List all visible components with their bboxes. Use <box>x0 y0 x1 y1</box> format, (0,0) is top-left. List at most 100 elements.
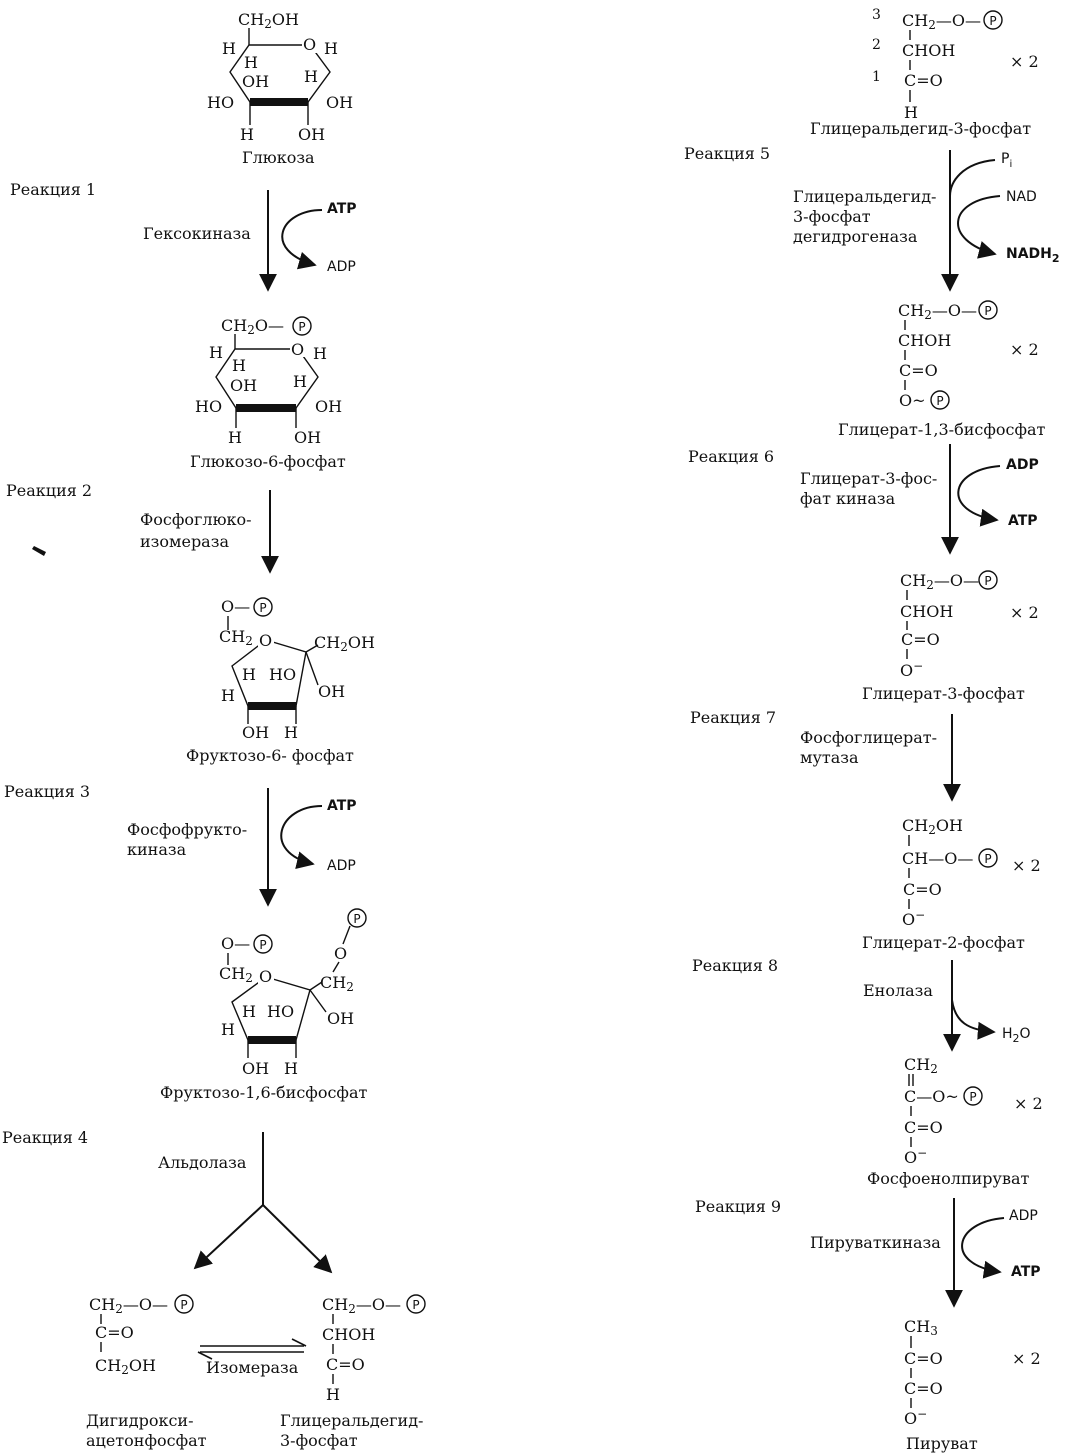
pyruvate-label: Пируват <box>906 1434 978 1453</box>
svg-text:OH: OH <box>230 376 257 395</box>
reaction-2-enzyme-line1: Фосфоглюко- <box>140 510 252 529</box>
svg-text:O: O <box>334 944 347 963</box>
gap-structure: 3 2 1 CH2—O— CHOH C=O H <box>872 7 1003 122</box>
svg-text:H: H <box>326 1385 340 1404</box>
svg-text:H: H <box>221 686 235 705</box>
reaction-6-input: ADP <box>1006 457 1039 473</box>
reaction-6-enzyme-line1: Глицерат-3-фос- <box>800 469 937 488</box>
svg-text:OH: OH <box>318 682 345 701</box>
svg-text:O−: O− <box>900 659 923 680</box>
reaction-5-nad-curve <box>957 195 1001 259</box>
reaction-9-enzyme: Пируваткиназа <box>810 1233 941 1252</box>
reaction-3-enzyme-line2: киназа <box>127 840 187 859</box>
reaction-9-input: ADP <box>1009 1208 1038 1224</box>
svg-text:CH2: CH2 <box>320 973 354 994</box>
reaction-7-enzyme-line2: мутаза <box>800 748 859 767</box>
reaction-7-label: Реакция 7 <box>690 708 776 727</box>
reaction-9-cofactor-curve <box>961 1217 1005 1279</box>
reaction-8-enzyme: Енолаза <box>863 981 933 1000</box>
svg-text:CHOH: CHOH <box>902 41 955 60</box>
reaction-8-output: H2O <box>1002 1026 1031 1045</box>
reaction-5-nadh2: NADH2 <box>1006 246 1060 265</box>
svg-text:OH: OH <box>298 125 325 144</box>
svg-text:C=O: C=O <box>903 880 942 899</box>
svg-text:CH2—O—: CH2—O— <box>900 571 979 592</box>
svg-text:CH2—O—: CH2—O— <box>322 1295 401 1316</box>
pg2-structure: CH2OH CH—O— C=O O− <box>902 816 998 929</box>
svg-text:OH: OH <box>315 397 342 416</box>
svg-text:H: H <box>324 39 338 58</box>
svg-text:H: H <box>222 39 236 58</box>
reaction-3-enzyme-line1: Фосфофрукто- <box>127 820 247 839</box>
reaction-5-enzyme-line2: 3-фосфат <box>793 207 871 226</box>
svg-text:C=O: C=O <box>326 1355 365 1374</box>
svg-text:C—O~: C—O~ <box>904 1087 959 1106</box>
reaction-9-label: Реакция 9 <box>695 1197 781 1216</box>
fbp-label: Фруктозо-1,6-бисфосфат <box>160 1083 367 1102</box>
reaction-1-output: ADP <box>327 259 356 275</box>
carbon-number-3: 3 <box>872 7 881 23</box>
reaction-8-water-curve <box>951 999 996 1040</box>
svg-text:O—: O— <box>221 597 250 616</box>
svg-text:OH: OH <box>294 428 321 447</box>
svg-text:OH: OH <box>327 1009 354 1028</box>
isomerase-equilibrium-arrows <box>197 1338 307 1360</box>
carbon-number-1: 1 <box>872 69 881 85</box>
reaction-6-output: ATP <box>1008 513 1038 529</box>
ink-blot <box>32 546 46 556</box>
svg-text:HO: HO <box>267 1002 294 1021</box>
svg-text:H: H <box>228 428 242 447</box>
svg-text:CHOH: CHOH <box>900 602 953 621</box>
reaction-6-enzyme-line2: фат киназа <box>800 489 896 508</box>
svg-text:H: H <box>284 1059 298 1078</box>
gap-label: Глицеральдегид-3-фосфат <box>810 119 1031 138</box>
svg-text:O: O <box>259 631 272 650</box>
aldolase-split-arrows <box>193 1132 333 1274</box>
svg-text:CH2O—: CH2O— <box>221 316 284 337</box>
gap-left-label-line2: 3-фосфат <box>280 1431 358 1450</box>
reaction-5-pi-curve <box>949 159 996 197</box>
reaction-5-nad: NAD <box>1006 189 1037 205</box>
pg3-structure: CH2—O— CHOH C=O O− <box>900 570 998 680</box>
svg-text:CH3: CH3 <box>904 1317 938 1338</box>
reaction-4-label: Реакция 4 <box>2 1128 88 1147</box>
g6p-label: Глюкозо-6-фосфат <box>190 452 346 471</box>
pep-multiplier: × 2 <box>1014 1094 1043 1113</box>
svg-text:H: H <box>304 67 318 86</box>
svg-text:C=O: C=O <box>904 71 943 90</box>
svg-text:OH: OH <box>242 723 269 742</box>
reaction-5-enzyme-line3: дегидрогеназа <box>793 227 918 246</box>
reaction-4-enzyme: Альдолаза <box>158 1153 247 1172</box>
reaction-5-enzyme-line1: Глицеральдегид- <box>793 187 936 206</box>
bpg-structure: CH2—O— CHOH C=O O~ <box>898 300 998 410</box>
svg-text:H: H <box>293 372 307 391</box>
svg-text:H: H <box>904 103 918 122</box>
gap-left-label-line1: Глицеральдегид- <box>280 1411 423 1430</box>
svg-text:H: H <box>242 665 256 684</box>
svg-text:H: H <box>232 356 246 375</box>
svg-text:C=O: C=O <box>904 1118 943 1137</box>
isomerase-label: Изомераза <box>206 1358 299 1377</box>
carbon-number-2: 2 <box>872 37 881 53</box>
svg-text:HO: HO <box>207 93 234 112</box>
svg-text:CH2OH: CH2OH <box>314 633 375 654</box>
svg-text:CH2: CH2 <box>219 964 253 985</box>
svg-text:O~: O~ <box>899 391 926 410</box>
svg-text:CH2—O—: CH2—O— <box>902 11 981 32</box>
reaction-2-label: Реакция 2 <box>6 481 92 500</box>
dhap-structure: CH2—O— C=O CH2OH <box>89 1294 194 1377</box>
pep-structure: CH2 C—O~ C=O O− <box>904 1055 983 1167</box>
gap-left-structure: CH2—O— CHOH C=O H <box>322 1294 426 1404</box>
reaction-5-pi: Pi <box>1001 151 1012 170</box>
reaction-1-enzyme: Гексокиназа <box>143 224 251 243</box>
svg-text:C=O: C=O <box>901 630 940 649</box>
svg-text:O: O <box>259 967 272 986</box>
pyruvate-structure: CH3 C=O C=O O− <box>904 1317 943 1428</box>
bpg-multiplier: × 2 <box>1010 340 1039 359</box>
svg-text:O: O <box>291 340 304 359</box>
pep-label: Фосфоенолпируват <box>867 1169 1029 1188</box>
reaction-3-input: ATP <box>327 798 357 814</box>
